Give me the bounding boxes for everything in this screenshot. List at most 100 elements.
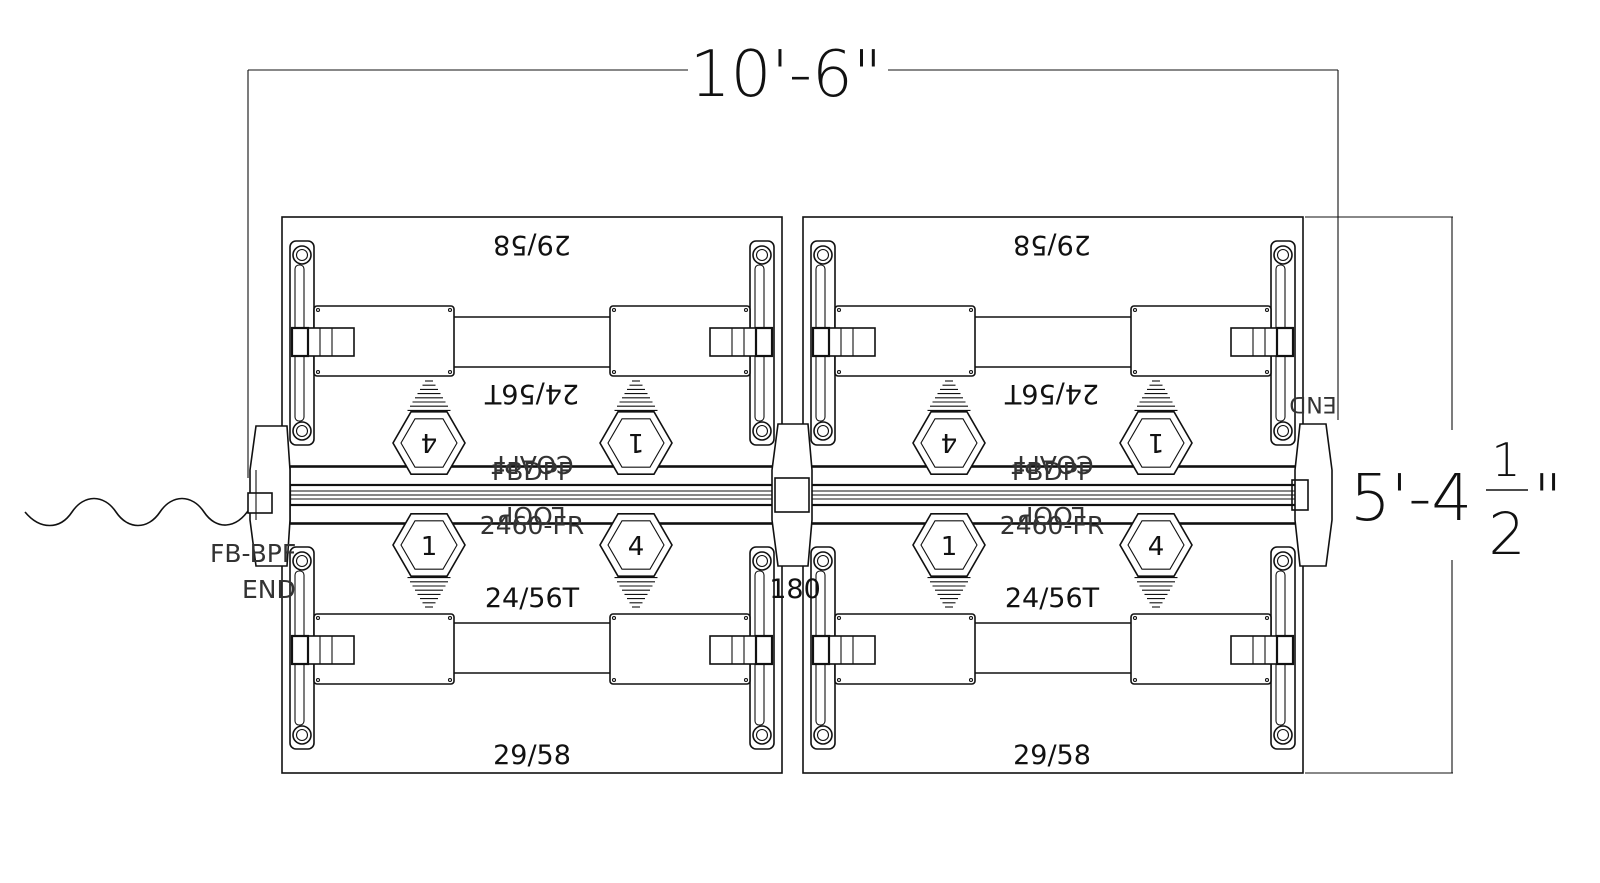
grommet-5: 4 xyxy=(599,512,673,608)
leveler-foot xyxy=(752,245,772,265)
bottom-left-desk-size: 29/58 xyxy=(493,740,571,771)
clamp-right xyxy=(709,634,774,666)
power-whip xyxy=(24,497,251,527)
grommet-inner xyxy=(400,418,458,468)
left-end-label-end: END xyxy=(242,575,296,604)
grommet-outer xyxy=(1119,410,1193,476)
desk-bottom-right xyxy=(802,522,1304,774)
spine-label-right-loop: LOOP xyxy=(1018,501,1085,530)
grommet-outer xyxy=(392,512,466,578)
desk-bottom-left xyxy=(281,522,783,774)
leveler-foot xyxy=(1273,245,1293,265)
grommet-7: 4 xyxy=(1119,512,1193,608)
clamp-left xyxy=(811,326,876,358)
grommet-number: 4 xyxy=(1148,532,1165,562)
clamp-left xyxy=(290,326,355,358)
leg-left xyxy=(289,546,315,750)
leveler-foot xyxy=(1273,551,1293,571)
desk-top-left xyxy=(281,216,783,468)
right-end-label: END xyxy=(1289,391,1336,416)
bottom-right-desk-size: 29/58 xyxy=(1013,740,1091,771)
height-fraction-denominator: 2 xyxy=(1489,500,1526,568)
grommet-number: 1 xyxy=(941,532,958,562)
right-end-cap xyxy=(1291,423,1333,567)
height-fraction-numerator: 1 xyxy=(1491,433,1520,487)
height-inch-mark: " xyxy=(1533,462,1562,536)
bottom-right-base-size: 24/56T xyxy=(1005,583,1100,614)
spine-label-left-coapf: COAPF xyxy=(490,450,573,479)
top-left-desk-size: 29/58 xyxy=(493,229,571,260)
grommet-number: 4 xyxy=(628,532,645,562)
leveler-foot xyxy=(292,551,312,571)
grommet-6: 1 xyxy=(912,512,986,608)
grommet-number: 1 xyxy=(628,427,645,457)
clamp-right xyxy=(1230,326,1295,358)
grommet-number: 4 xyxy=(941,427,958,457)
grommet-2: 4 xyxy=(912,380,986,476)
top-right-desk-size: 29/58 xyxy=(1013,229,1091,260)
top-left-base-size: 24/56T xyxy=(484,378,579,409)
leveler-foot xyxy=(752,551,772,571)
grommet-outer xyxy=(599,410,673,476)
spine-label-left-loop: LOOP xyxy=(498,501,565,530)
leveler-foot xyxy=(1273,421,1293,441)
grommet-number: 1 xyxy=(1148,427,1165,457)
left-end-cap xyxy=(247,425,291,567)
desk-surface xyxy=(802,522,1304,774)
spine-label-left-2460fr: 2460-FR xyxy=(480,511,584,540)
leveler-foot xyxy=(292,725,312,745)
center-joint-label: 180 xyxy=(769,574,821,605)
grommet-inner xyxy=(920,418,978,468)
clamp-left xyxy=(290,634,355,666)
leveler-foot xyxy=(292,421,312,441)
height-dimension-label: 5'-4 xyxy=(1350,462,1472,536)
desk-top-right xyxy=(802,216,1304,468)
clamp-right xyxy=(1230,634,1295,666)
grommet-inner xyxy=(607,520,665,570)
grommet-outer xyxy=(912,512,986,578)
leveler-foot xyxy=(292,245,312,265)
spine-label-right-fbdpf: FBDPF xyxy=(1012,457,1092,486)
center-joint-cap xyxy=(771,423,813,567)
width-dimension-label: 10'-6" xyxy=(690,38,882,112)
top-right-base-size: 24/56T xyxy=(1004,378,1099,409)
clamp-right xyxy=(709,326,774,358)
grommet-inner xyxy=(920,520,978,570)
grommet-1: 1 xyxy=(599,380,673,476)
grommet-0: 4 xyxy=(392,380,466,476)
height-dimension: 5'-4 1 2 " xyxy=(1305,216,1562,774)
grommet-inner xyxy=(400,520,458,570)
grommet-number: 1 xyxy=(421,532,438,562)
leveler-foot xyxy=(813,421,833,441)
grommet-inner xyxy=(607,418,665,468)
grommet-number: 4 xyxy=(421,427,438,457)
desk-surface xyxy=(802,216,1304,468)
leveler-foot xyxy=(813,725,833,745)
spine-label-right-2460fr: 2460-FR xyxy=(1000,511,1104,540)
leveler-foot xyxy=(813,245,833,265)
grommet-outer xyxy=(1119,512,1193,578)
grommet-outer xyxy=(912,410,986,476)
leveler-foot xyxy=(813,551,833,571)
bottom-left-base-size: 24/56T xyxy=(485,583,580,614)
grommet-inner xyxy=(1127,520,1185,570)
left-end-label-fbbpf: FB-BPF xyxy=(210,539,296,568)
leveler-foot xyxy=(1273,725,1293,745)
width-dimension: 10'-6" xyxy=(247,38,1339,478)
leveler-foot xyxy=(752,421,772,441)
clamp-left xyxy=(811,634,876,666)
grommet-3: 1 xyxy=(1119,380,1193,476)
leveler-foot xyxy=(752,725,772,745)
grommets: 4 1 4 1 1 4 1 4 xyxy=(392,380,1193,608)
spine-label-left-fbdpf: FBDPF xyxy=(492,457,572,486)
grommet-inner xyxy=(1127,418,1185,468)
desk-surface xyxy=(281,522,783,774)
grommet-4: 1 xyxy=(392,512,466,608)
desk-bays xyxy=(281,216,1304,774)
grommet-outer xyxy=(392,410,466,476)
grommet-outer xyxy=(599,512,673,578)
desk-surface xyxy=(281,216,783,468)
desk-labels: 29/58 29/58 24/56T 24/56T 24/56T 24/56T … xyxy=(210,229,1337,771)
spine-label-right-coapf: COAPF xyxy=(1010,450,1093,479)
